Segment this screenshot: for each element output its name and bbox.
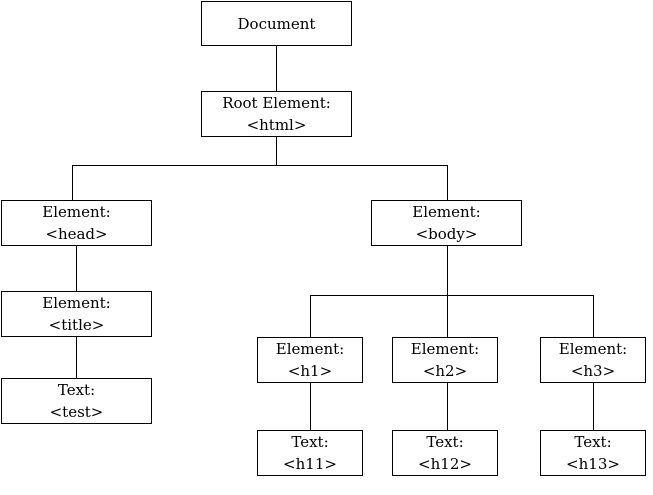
node-h13-text-label: Text:: [574, 433, 612, 451]
node-body-element: Element: <body>: [371, 200, 522, 246]
node-h12-text-label: Text:: [426, 433, 464, 451]
node-head-element: Element: <head>: [1, 200, 152, 246]
node-h3-element-tag: <h3>: [570, 362, 616, 380]
node-head-element-tag: <head>: [45, 225, 108, 243]
node-root-element-tag: <html>: [246, 116, 307, 134]
node-h2-element: Element: <h2>: [392, 337, 498, 383]
node-h1-element-label: Element:: [275, 340, 345, 358]
node-h3-element: Element: <h3>: [540, 337, 646, 383]
node-head-element-label: Element:: [42, 203, 111, 221]
node-h2-element-label: Element:: [410, 340, 480, 358]
node-document-label: Document: [237, 14, 316, 33]
node-title-element: Element: <title>: [1, 291, 152, 337]
node-h13-text-value: <h13>: [566, 455, 620, 473]
node-test-text: Text: <test>: [1, 378, 152, 424]
node-test-text-value: <test>: [49, 403, 104, 421]
node-title-element-tag: <title>: [48, 316, 105, 334]
node-h1-element-tag: <h1>: [287, 362, 333, 380]
node-h12-text: Text: <h12>: [392, 430, 498, 476]
node-h2-element-tag: <h2>: [422, 362, 468, 380]
node-test-text-label: Text:: [57, 381, 96, 399]
node-h3-element-label: Element:: [558, 340, 628, 358]
node-h1-element: Element: <h1>: [257, 337, 363, 383]
node-root-element: Root Element: <html>: [201, 91, 352, 137]
node-root-element-label: Root Element:: [222, 94, 331, 112]
node-h12-text-value: <h12>: [418, 455, 472, 473]
node-body-element-tag: <body>: [415, 225, 478, 243]
node-document: Document: [201, 1, 352, 46]
node-body-element-label: Element:: [412, 203, 481, 221]
node-h11-text: Text: <h11>: [257, 430, 363, 476]
node-h13-text: Text: <h13>: [540, 430, 646, 476]
node-h11-text-label: Text:: [291, 433, 329, 451]
node-h11-text-value: <h11>: [283, 455, 337, 473]
node-title-element-label: Element:: [42, 294, 111, 312]
